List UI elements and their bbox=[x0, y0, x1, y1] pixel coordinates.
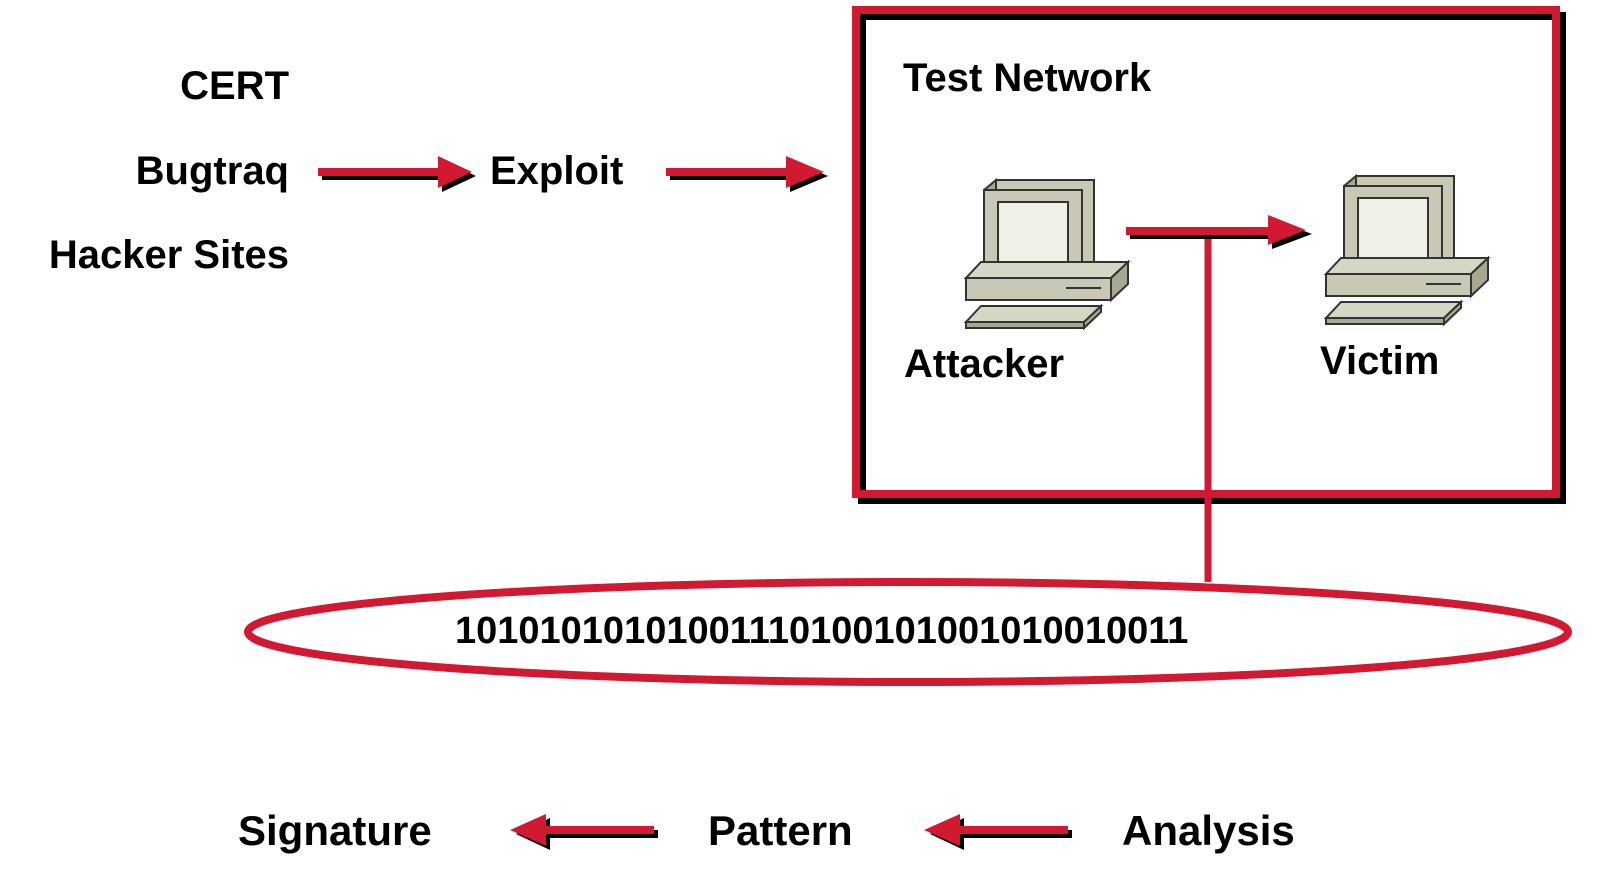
attacker-label: Attacker bbox=[904, 342, 1065, 386]
binary-stream-text: 10101010101001110100101001010010011 bbox=[455, 610, 1189, 652]
source-hacker-sites: Hacker Sites bbox=[48, 233, 289, 277]
attacker-computer-icon bbox=[965, 179, 1129, 329]
packet-stream-ellipse bbox=[244, 578, 1572, 686]
analysis-label: Analysis bbox=[1122, 807, 1295, 854]
test-network-box-shadow bbox=[858, 12, 1566, 504]
victim-label: Victim bbox=[1320, 339, 1440, 383]
arrow-pattern-to-signature bbox=[510, 814, 658, 850]
arrow-attacker-to-victim bbox=[1126, 215, 1312, 249]
arrow-analysis-to-pattern bbox=[924, 814, 1072, 850]
source-cert: CERT bbox=[180, 64, 289, 108]
victim-computer-icon bbox=[1325, 175, 1489, 325]
arrow-sources-to-exploit bbox=[318, 156, 476, 192]
exploit-label: Exploit bbox=[490, 149, 624, 193]
test-network-title: Test Network bbox=[903, 56, 1152, 100]
pattern-label: Pattern bbox=[708, 807, 853, 854]
signature-label: Signature bbox=[238, 807, 432, 854]
arrow-exploit-to-network bbox=[666, 156, 828, 192]
source-bugtraq: Bugtraq bbox=[135, 149, 289, 193]
